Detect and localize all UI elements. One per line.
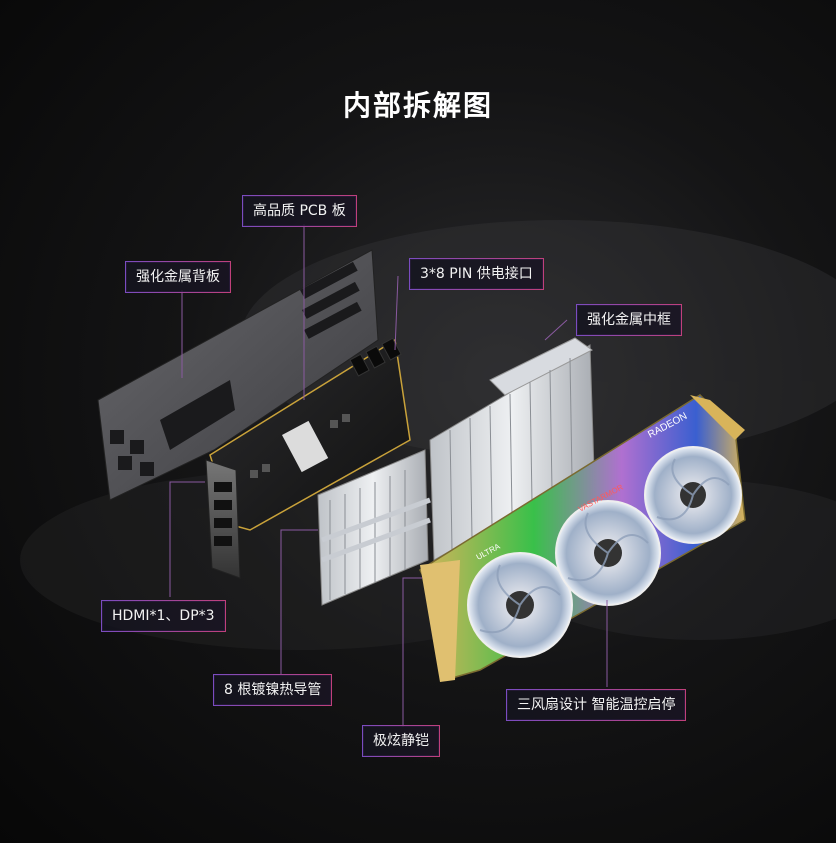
- callout-lines: [169, 224, 608, 727]
- pcb-shape: [209, 337, 411, 531]
- label-metal-frame: 强化金属中框: [576, 304, 682, 336]
- label-heatpipes: 8 根镀镍热导管: [213, 674, 333, 706]
- label-fans: 三风扇设计 智能温控启停: [506, 689, 687, 721]
- page-title: 内部拆解图: [342, 89, 493, 122]
- shroud-shape: RADEON ULTRA VASTARMOR: [419, 394, 746, 682]
- io-bracket-shape: [205, 459, 241, 579]
- label-io-ports: HDMI*1、DP*3: [101, 600, 226, 632]
- label-power-connector: 3*8 PIN 供电接口: [409, 258, 544, 290]
- label-shroud: 极炫静铠: [362, 725, 440, 757]
- backplate-shape: [97, 249, 379, 501]
- label-pcb: 高品质 PCB 板: [242, 195, 357, 227]
- label-backplate: 强化金属背板: [125, 261, 231, 293]
